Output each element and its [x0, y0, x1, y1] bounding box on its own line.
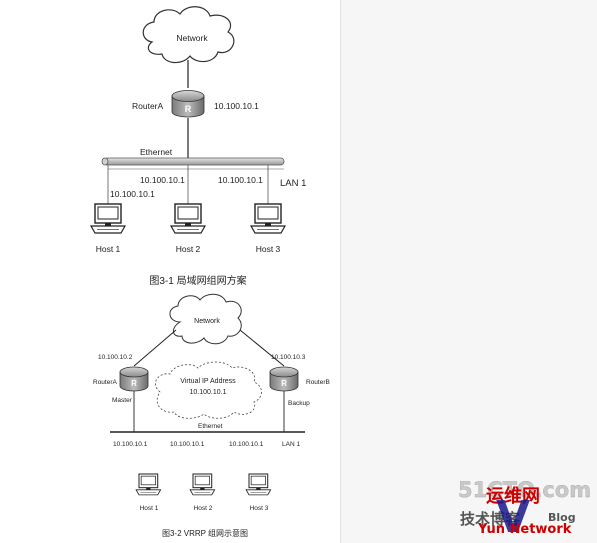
- host-label-3: Host 3: [256, 244, 281, 254]
- watermark-blog: Blog: [548, 511, 576, 524]
- pc-icon: [189, 473, 216, 496]
- svg-text:R: R: [131, 379, 137, 388]
- site-watermark: 51CTO.com 运维网 技术博客 Blog V Yun Network: [458, 478, 591, 543]
- routerB-label: RouterB: [306, 379, 330, 386]
- bus-label-2: Ethernet: [198, 423, 223, 430]
- host-label-2-2: Host 2: [194, 505, 213, 512]
- pc-icon: [90, 203, 126, 234]
- virtual-ip-address: 10.100.10.1: [190, 389, 227, 396]
- network-cloud-2: [169, 293, 242, 345]
- watermark-cn-2: 技术博客: [460, 510, 521, 528]
- lan-label-1: LAN 1: [280, 178, 306, 189]
- drop-ip-2: 10.100.10.1: [140, 175, 185, 185]
- svg-text:R: R: [185, 104, 192, 114]
- figure-caption-2: 图3-2 VRRP 组网示意图: [162, 528, 248, 538]
- virtual-ip-label: Virtual IP Address: [180, 378, 236, 385]
- watermark-cn-1: 运维网: [486, 485, 540, 507]
- host-label-2: Host 2: [176, 244, 201, 254]
- cloud-label-1: Network: [176, 33, 208, 43]
- pc-icon: [245, 473, 272, 496]
- document-area: [86, 0, 340, 543]
- router-label: RouterA: [132, 101, 164, 111]
- routerA-ip: 10.100.10.2: [98, 354, 133, 361]
- cloud-label-2: Network: [194, 318, 220, 325]
- pc-icon: [170, 203, 206, 234]
- routerB-ip: 10.100.10.3: [271, 354, 306, 361]
- drop-ip-3: 10.100.10.1: [218, 175, 263, 185]
- svg-text:R: R: [281, 379, 287, 388]
- host-label-1: Host 1: [96, 244, 121, 254]
- router-icon: R: [171, 90, 205, 118]
- wan-link-b: [239, 329, 285, 367]
- network-cloud-1: [142, 6, 235, 64]
- ethernet-bus-1: [101, 157, 285, 166]
- wan-link-a: [133, 329, 177, 367]
- drop-ip-1: 10.100.10.1: [110, 189, 155, 199]
- watermark-site: 51CTO.com: [458, 478, 591, 502]
- virtual-ip-cloud: [155, 361, 262, 419]
- drop-ip-2-2: 10.100.10.1: [170, 441, 205, 448]
- router-icon: R: [269, 366, 299, 392]
- routerB-role: Backup: [288, 400, 310, 407]
- drop-ip-2-1: 10.100.10.1: [113, 441, 148, 448]
- watermark-letter: V: [496, 492, 530, 543]
- routerA-label: RouterA: [93, 379, 118, 386]
- bus-label-1: Ethernet: [140, 147, 173, 157]
- watermark-brand: Yun Network: [477, 522, 572, 537]
- routerA-role: Master: [112, 397, 133, 404]
- router-icon: R: [119, 366, 149, 392]
- host-label-2-3: Host 3: [250, 505, 269, 512]
- right-gutter: [340, 0, 597, 543]
- figure-caption-1: 图3-1 局域网组网方案: [149, 274, 246, 287]
- pc-icon: [250, 203, 286, 234]
- lan-label-2: LAN 1: [282, 441, 300, 448]
- host-label-2-1: Host 1: [140, 505, 159, 512]
- pc-icon: [135, 473, 162, 496]
- router-ip: 10.100.10.1: [214, 101, 259, 111]
- drop-ip-2-3: 10.100.10.1: [229, 441, 264, 448]
